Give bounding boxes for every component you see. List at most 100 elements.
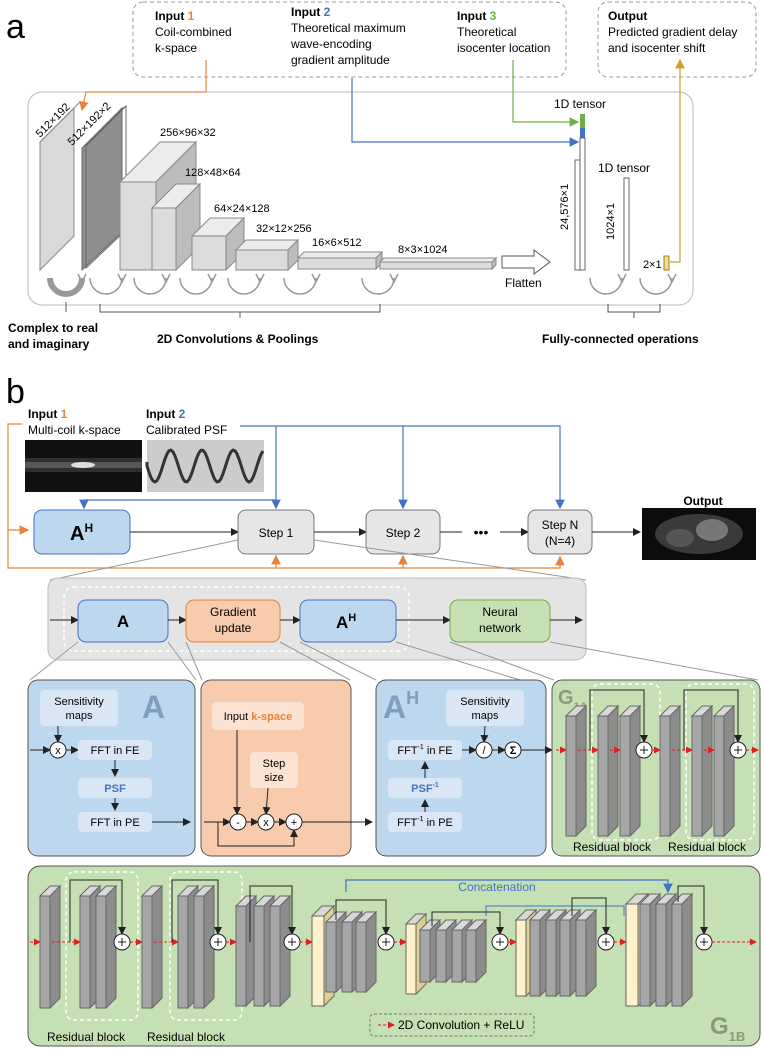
detail-nn-block	[449, 599, 551, 643]
box-grad-input-label: Input k-space	[224, 711, 293, 723]
box-ah-div-label: /	[482, 745, 486, 757]
output-image	[642, 508, 756, 560]
detail-a-block	[77, 599, 169, 643]
add-node-sign	[382, 938, 390, 946]
box-a-sens	[40, 690, 118, 726]
conv-layer	[659, 715, 671, 837]
loop-arrow	[179, 277, 213, 295]
loop-arrow	[361, 277, 395, 295]
caption-complex-2: and imaginary	[8, 337, 90, 351]
g1a-layers	[556, 689, 759, 838]
loop-arrow	[639, 277, 673, 295]
tensor-1024	[623, 177, 630, 271]
input2-line1: Theoretical maximum	[291, 21, 406, 35]
caption-complex: Complex to real	[8, 321, 98, 335]
loop-arrow-head	[161, 273, 171, 284]
add-node-sign	[640, 746, 648, 754]
box-a-fftfe-label: FFT in FE	[91, 745, 140, 757]
conv-layer	[575, 919, 587, 997]
skip-line	[171, 879, 222, 942]
dim-label: 256×96×32	[160, 127, 216, 139]
step2-label: Step 2	[386, 526, 421, 540]
box-a-big: A	[142, 689, 165, 725]
box-a-sens-label: Sensitivity	[54, 696, 104, 708]
conv-layer	[625, 903, 639, 1007]
input1-line2: k-space	[155, 41, 197, 55]
conv-layer	[253, 905, 265, 1007]
conv-layer	[435, 929, 447, 983]
tensor-2	[663, 255, 670, 271]
fc-bracket	[607, 304, 661, 318]
conv-layer-side	[49, 884, 61, 1010]
conv-layer	[515, 919, 527, 997]
g1a-res-frame	[685, 683, 755, 841]
network-frame	[27, 91, 694, 306]
conv-layer	[559, 919, 571, 997]
dim-label: 8×3×1024	[398, 244, 448, 256]
input1-title: Input 1	[155, 9, 195, 23]
box-grad-minus-label: -	[236, 817, 240, 829]
box-ah-ifftpe	[388, 812, 462, 832]
tensor-flatten	[574, 159, 581, 271]
conv-layer	[39, 895, 51, 1009]
conv-layer	[235, 905, 247, 1007]
add-node-sign	[602, 938, 610, 946]
conv-layer	[619, 715, 631, 837]
b-input1-sub: Multi-coil k-space	[28, 423, 121, 437]
b-input1-line	[7, 423, 30, 535]
conv-layer	[671, 903, 683, 1007]
conv-layer	[95, 895, 107, 1009]
b-blue-ah	[79, 499, 276, 510]
conv-layer	[713, 715, 725, 837]
box-ah-ifftpe-label: FFT-1 in PE	[397, 816, 453, 829]
conv-bracket	[99, 304, 381, 318]
panel-a-label: a	[6, 8, 25, 46]
conv-layer	[311, 915, 325, 1007]
detail-a-label: A	[117, 612, 129, 631]
output-arrow	[670, 58, 685, 263]
conv-layer	[639, 903, 651, 1007]
g1b-label: G1B	[710, 1013, 745, 1044]
zoom-lines-sub	[29, 641, 759, 681]
dim-label: 16×6×512	[312, 237, 362, 249]
layer-32	[234, 238, 300, 272]
box-a-fftpe-label: FFT in PE	[90, 817, 139, 829]
box-grad-mult-label: x	[263, 817, 269, 829]
input1-line1: Coil-combined	[155, 25, 232, 39]
g1b-res-label: Residual block	[147, 1030, 226, 1044]
box-grad-input	[212, 702, 304, 730]
skip-line	[677, 885, 708, 935]
skip-line	[249, 885, 296, 942]
box-ah-ifftfe-label: FFT-1 in FE	[397, 744, 452, 757]
tensor2-label: 1D tensor	[598, 161, 650, 175]
loop-arrow-head	[617, 273, 627, 284]
tensor-24576	[579, 137, 586, 271]
box-grad-arrow	[217, 822, 298, 847]
conv-layer	[451, 929, 463, 983]
loop-arrow-head	[77, 273, 87, 284]
b-input2-title: Input 2	[146, 407, 186, 421]
conv-layer-side	[151, 884, 163, 1010]
ellipsis: •••	[474, 524, 489, 540]
layer-16	[296, 250, 384, 271]
skip-line	[69, 879, 126, 942]
concat-line	[345, 879, 673, 894]
detail-grad-label: Gradient	[210, 605, 257, 619]
conv-layer	[565, 715, 577, 837]
g1b-layers	[30, 879, 757, 1010]
fc-dim: 2×1	[643, 259, 662, 271]
loop-arrow	[89, 277, 123, 295]
loop-arrow	[47, 277, 85, 297]
flatten-label: Flatten	[505, 276, 542, 290]
conv-layer-side	[365, 910, 377, 994]
input3-title: Input 3	[457, 9, 497, 23]
conv-layer	[341, 921, 353, 993]
dim-label: 64×24×128	[214, 203, 270, 215]
fc-dim: 1024×1	[605, 203, 617, 240]
flatten-arrow	[501, 249, 551, 275]
b-output-title: Output	[683, 494, 722, 508]
box-grad-arrow	[262, 787, 271, 815]
output-title: Output	[608, 9, 647, 23]
output-line1: Predicted gradient delay	[608, 25, 737, 39]
